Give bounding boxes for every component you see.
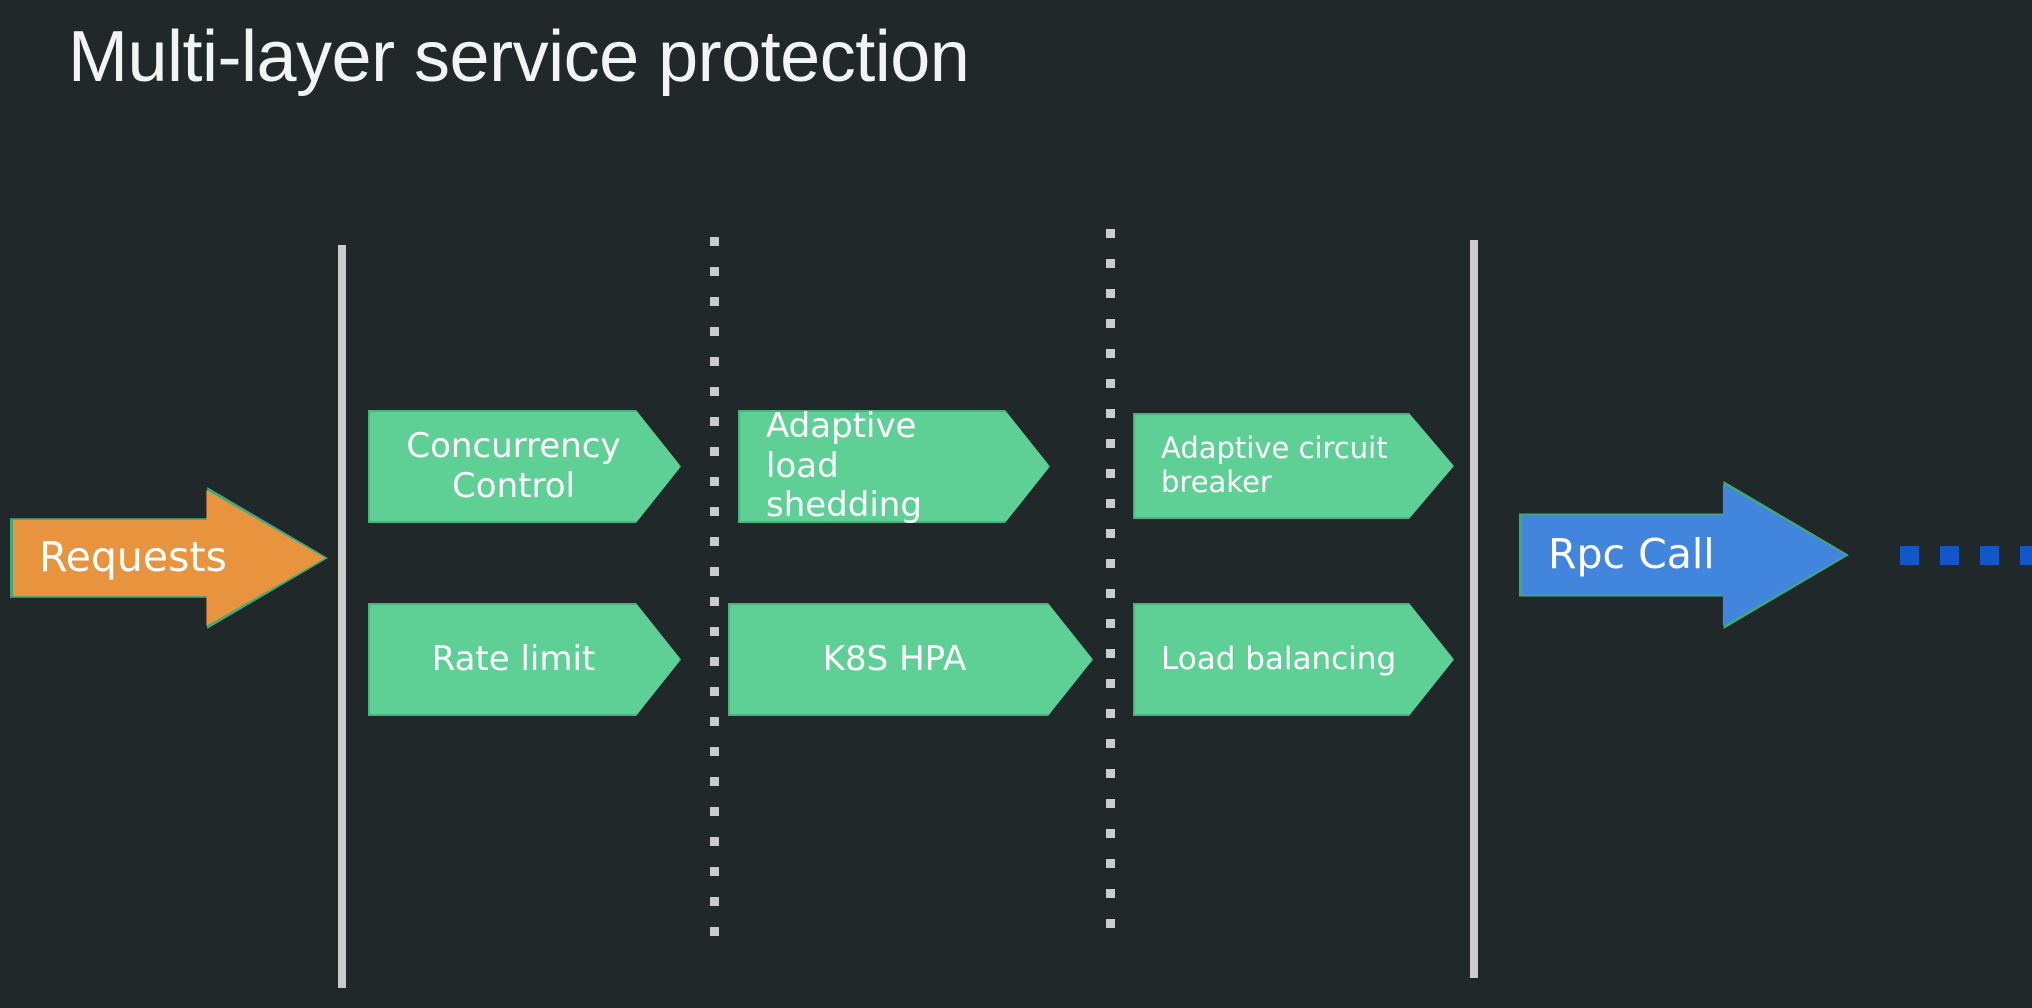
arrow-k8s-hpa-label: K8S HPA [822, 638, 967, 679]
separator-dot [1106, 799, 1115, 808]
separator-dot [1106, 679, 1115, 688]
separator-dot [1106, 409, 1115, 418]
separator-dot [1106, 829, 1115, 838]
requests-arrow-label: Requests [39, 533, 227, 582]
separator-dot [710, 417, 719, 426]
separator-dot [1106, 289, 1115, 298]
arrow-concurrency-control[interactable]: Concurrency Control [368, 410, 681, 523]
arrow-rate-limit[interactable]: Rate limit [368, 603, 681, 716]
separator-dot [1106, 259, 1115, 268]
separator-dot [710, 807, 719, 816]
separator-dot [710, 747, 719, 756]
rpc-call-arrow-label: Rpc Call [1548, 530, 1715, 579]
separator-dot [1106, 469, 1115, 478]
arrow-concurrency-control-label: Concurrency Control [406, 426, 621, 506]
separator-dot [1106, 379, 1115, 388]
separator-dot [710, 837, 719, 846]
separator-dot [710, 327, 719, 336]
separator-dot [710, 777, 719, 786]
arrow-load-balancing-label: Load balancing [1161, 640, 1397, 677]
arrow-adaptive-load-shedding-label: Adaptive load shedding [766, 406, 922, 526]
arrow-adaptive-load-shedding[interactable]: Adaptive load shedding [738, 410, 1050, 523]
separator-dotted-first [710, 237, 719, 962]
separator-dot [710, 267, 719, 276]
trailing-dot [1980, 546, 1999, 565]
separator-dot [710, 657, 719, 666]
separator-dot [710, 627, 719, 636]
separator-dot [710, 687, 719, 696]
separator-dotted-second [1106, 229, 1115, 954]
separator-dot [1106, 889, 1115, 898]
arrow-adaptive-circuit-breaker[interactable]: Adaptive circuit breaker [1133, 413, 1454, 519]
separator-dot [1106, 619, 1115, 628]
requests-arrow[interactable]: Requests [13, 490, 325, 626]
separator-dot [710, 387, 719, 396]
arrow-load-balancing[interactable]: Load balancing [1133, 603, 1454, 716]
rpc-call-arrow[interactable]: Rpc Call [1522, 484, 1846, 626]
trailing-dots [1900, 546, 2032, 565]
separator-dot [1106, 319, 1115, 328]
separator-dot [710, 447, 719, 456]
separator-dot [1106, 739, 1115, 748]
separator-dot [1106, 769, 1115, 778]
separator-dot [1106, 499, 1115, 508]
separator-dot [710, 507, 719, 516]
separator-dot [1106, 439, 1115, 448]
separator-dot [1106, 589, 1115, 598]
separator-dot [710, 477, 719, 486]
trailing-dot [2020, 546, 2032, 565]
separator-dot [1106, 709, 1115, 718]
separator-dot [710, 897, 719, 906]
separator-dot [1106, 859, 1115, 868]
page-title: Multi-layer service protection [68, 17, 970, 97]
separator-dot [1106, 349, 1115, 358]
separator-dot [1106, 649, 1115, 658]
arrow-adaptive-circuit-breaker-label: Adaptive circuit breaker [1161, 431, 1388, 499]
separator-dot [710, 567, 719, 576]
separator-dot [1106, 229, 1115, 238]
separator-solid-right [1470, 240, 1478, 978]
separator-dot [710, 537, 719, 546]
arrow-rate-limit-label: Rate limit [431, 638, 596, 679]
separator-dot [1106, 919, 1115, 928]
separator-dot [710, 357, 719, 366]
trailing-dot [1900, 546, 1919, 565]
separator-solid-left [338, 245, 346, 988]
separator-dot [1106, 559, 1115, 568]
separator-dot [710, 927, 719, 936]
trailing-dot [1940, 546, 1959, 565]
separator-dot [710, 597, 719, 606]
separator-dot [710, 717, 719, 726]
separator-dot [710, 867, 719, 876]
separator-dot [710, 297, 719, 306]
separator-dot [1106, 529, 1115, 538]
separator-dot [710, 237, 719, 246]
arrow-k8s-hpa[interactable]: K8S HPA [728, 603, 1093, 716]
